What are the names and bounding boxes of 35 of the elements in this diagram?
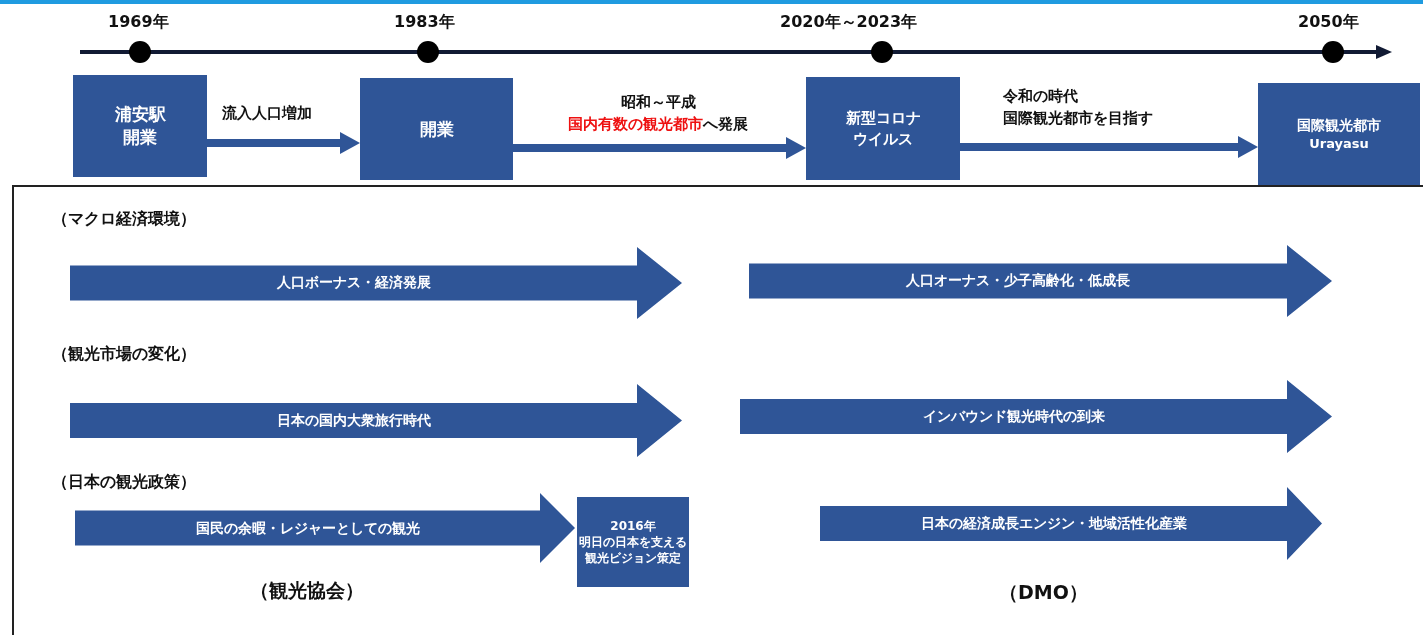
box-text: 明日の日本を支える観光ビジョン策定 <box>578 533 688 567</box>
caption-text: （DMO） <box>999 580 1088 605</box>
caption-text: （観光協会） <box>250 578 364 603</box>
process-box <box>1258 83 1420 185</box>
arrow-text: 人口ボーナス・経済発展 <box>276 274 431 292</box>
arrow <box>513 137 806 159</box>
year-label: 2050年 <box>1298 12 1359 33</box>
process-box <box>73 75 207 177</box>
arrow-text: 日本の国内大衆旅行時代 <box>276 411 431 430</box>
arrow <box>960 136 1258 158</box>
year-label: 1969年 <box>108 12 169 33</box>
edge-label: 昭和～平成国内有数の観光都市へ発展 <box>567 92 749 135</box>
edge-label: 流入人口増加 <box>222 103 313 124</box>
box-text: 新型コロナウイルス <box>844 108 922 149</box>
edge-label: 国民の余暇・レジャーとしての観光 <box>194 519 421 538</box>
section-heading: （マクロ経済環境） <box>52 209 196 230</box>
arrow-text: 人口オーナス・少子高齢化・低成長 <box>906 272 1130 290</box>
box-text: 開業 <box>418 117 455 141</box>
process-box <box>360 78 513 180</box>
arrow-text: インバウンド観光時代の到来 <box>922 407 1105 426</box>
arrow <box>207 132 360 154</box>
section-frame <box>12 185 1423 635</box>
box-text: 国際観光都市 <box>1296 115 1382 135</box>
box-text: 2016年 <box>609 517 657 534</box>
box-text: Urayasu <box>1308 134 1370 153</box>
process-box <box>806 77 960 180</box>
section-heading: （観光市場の変化） <box>52 344 196 365</box>
arrow-text: 日本の経済成長エンジン・地域活性化産業 <box>920 514 1187 533</box>
edge-label: 令和の時代国際観光都市を目指す <box>1003 86 1154 129</box>
year-label: 2020年～2023年 <box>780 12 918 33</box>
block-arrow <box>75 493 575 563</box>
year-label: 1983年 <box>394 12 455 33</box>
process-box <box>577 497 689 587</box>
box-text: 浦安駅開業 <box>113 103 167 149</box>
section-heading: （日本の観光政策） <box>52 472 196 493</box>
